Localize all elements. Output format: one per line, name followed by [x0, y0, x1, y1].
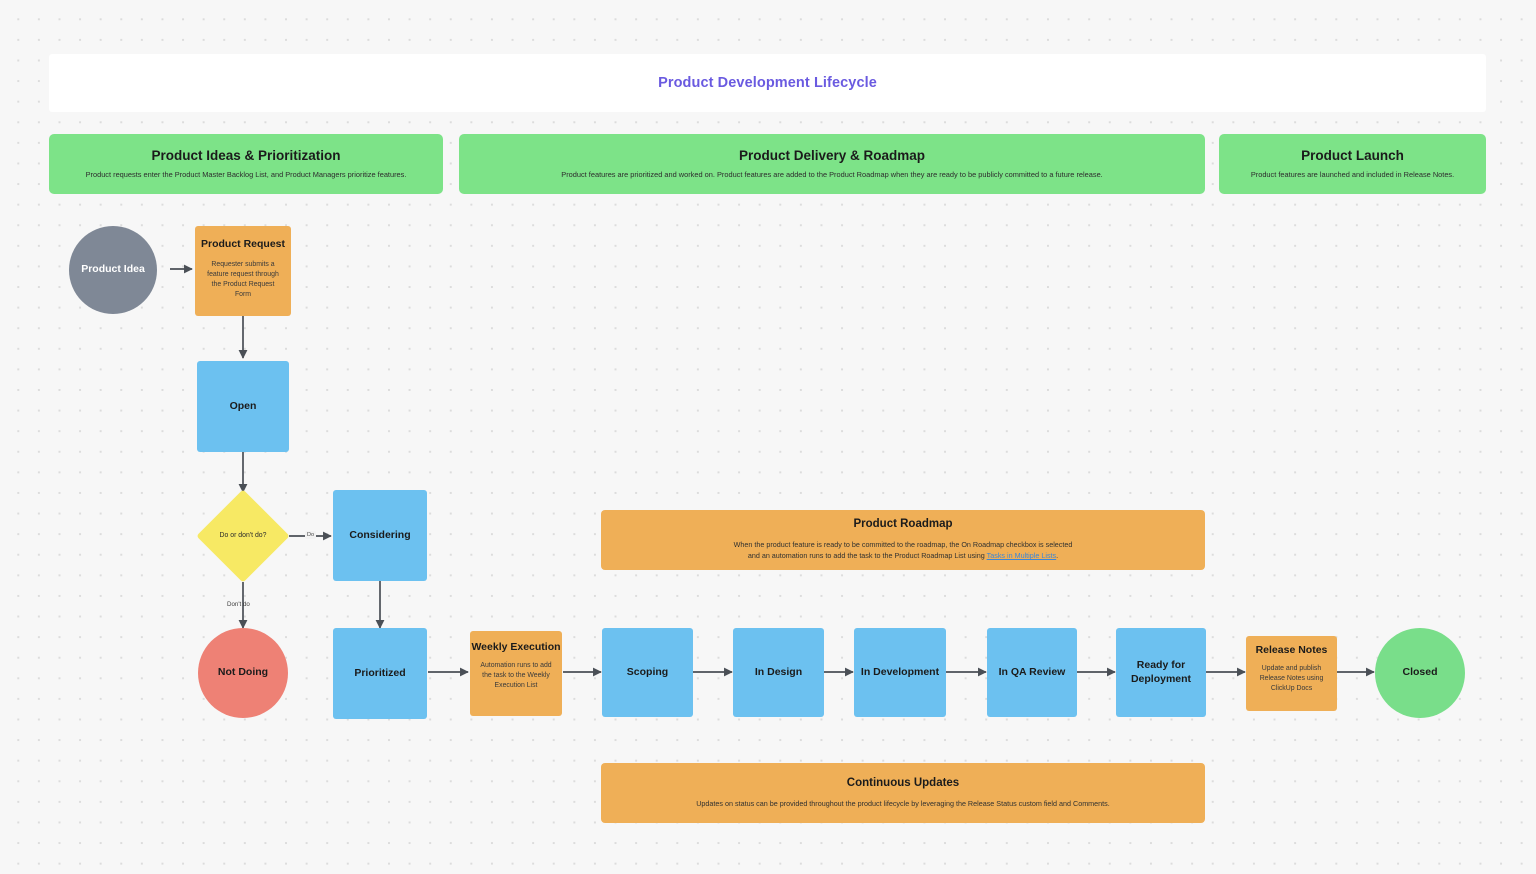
node-closed[interactable]: Closed	[1375, 628, 1465, 718]
node-label: Release Notes	[1255, 644, 1328, 656]
node-description: Requester submits a feature request thro…	[207, 261, 279, 299]
callout-title: Product Roadmap	[853, 518, 953, 531]
node-label: Closed	[1402, 666, 1438, 679]
node-label: Considering	[349, 528, 411, 541]
callout-continuous-updates[interactable]: Continuous Updates Updates on status can…	[601, 763, 1205, 823]
node-label: In QA Review	[998, 665, 1066, 678]
node-considering[interactable]: Considering	[333, 490, 427, 581]
node-product-request[interactable]: Product Request Requester submits a feat…	[195, 226, 291, 316]
phase-banner-product-delivery[interactable]: Product Delivery & Roadmap Product featu…	[459, 134, 1205, 194]
edge-label-dont-do: Don't do	[227, 601, 250, 608]
node-label: Product Request	[200, 238, 285, 250]
node-in-development[interactable]: In Development	[854, 628, 946, 717]
callout-line-2-prefix: and an automation runs to add the task t…	[747, 551, 987, 560]
phase-banner-product-launch[interactable]: Product Launch Product features are laun…	[1219, 134, 1486, 194]
phase-subtitle: Product features are launched and includ…	[1250, 170, 1455, 179]
node-ready-for-deployment[interactable]: Ready for Deployment	[1116, 628, 1206, 717]
callout-line-2: and an automation runs to add the task t…	[748, 551, 1058, 562]
node-in-design[interactable]: In Design	[733, 628, 824, 717]
tasks-in-multiple-lists-link[interactable]: Tasks in Multiple Lists	[986, 551, 1057, 560]
node-label: In Design	[754, 665, 803, 678]
callout-product-roadmap[interactable]: Product Roadmap When the product feature…	[601, 510, 1205, 570]
node-label: Weekly Execution	[471, 641, 561, 653]
node-prioritized[interactable]: Prioritized	[333, 628, 427, 719]
node-label: Do or don't do?	[219, 531, 267, 539]
node-label: Ready for Deployment	[1130, 659, 1192, 685]
node-in-qa-review[interactable]: In QA Review	[987, 628, 1077, 717]
edge-label-do: Do	[305, 531, 317, 539]
node-description: Update and publish Release Notes using C…	[1259, 665, 1324, 693]
node-open[interactable]: Open	[197, 361, 289, 452]
node-scoping[interactable]: Scoping	[602, 628, 693, 717]
node-description: Automation runs to add the task to the W…	[480, 662, 552, 690]
node-release-notes[interactable]: Release Notes Update and publish Release…	[1246, 636, 1337, 711]
phase-title: Product Ideas & Prioritization	[151, 148, 341, 163]
node-label: Scoping	[626, 665, 669, 678]
node-product-idea[interactable]: Product Idea	[69, 226, 157, 314]
callout-line-1: Updates on status can be provided throug…	[696, 798, 1110, 808]
callout-line-2-suffix: .	[1056, 551, 1059, 560]
board-title-card: Product Development Lifecycle	[49, 54, 1486, 112]
node-label: Not Doing	[217, 666, 269, 679]
node-label: Open	[229, 399, 257, 412]
node-label: In Development	[860, 665, 940, 678]
page-title: Product Development Lifecycle	[658, 75, 877, 91]
callout-line-1: When the product feature is ready to be …	[733, 540, 1073, 550]
node-weekly-execution[interactable]: Weekly Execution Automation runs to add …	[470, 631, 562, 716]
phase-subtitle: Product features are prioritized and wor…	[561, 170, 1103, 179]
node-label: Prioritized	[354, 666, 406, 679]
phase-banner-product-ideas[interactable]: Product Ideas & Prioritization Product r…	[49, 134, 443, 194]
node-label: Product Idea	[81, 263, 145, 276]
node-not-doing[interactable]: Not Doing	[198, 628, 288, 718]
callout-title: Continuous Updates	[846, 776, 960, 789]
phase-title: Product Launch	[1301, 148, 1404, 163]
phase-title: Product Delivery & Roadmap	[738, 148, 926, 163]
phase-subtitle: Product requests enter the Product Maste…	[85, 170, 407, 179]
node-decision-do-or-dont[interactable]: Do or don't do?	[196, 489, 290, 583]
